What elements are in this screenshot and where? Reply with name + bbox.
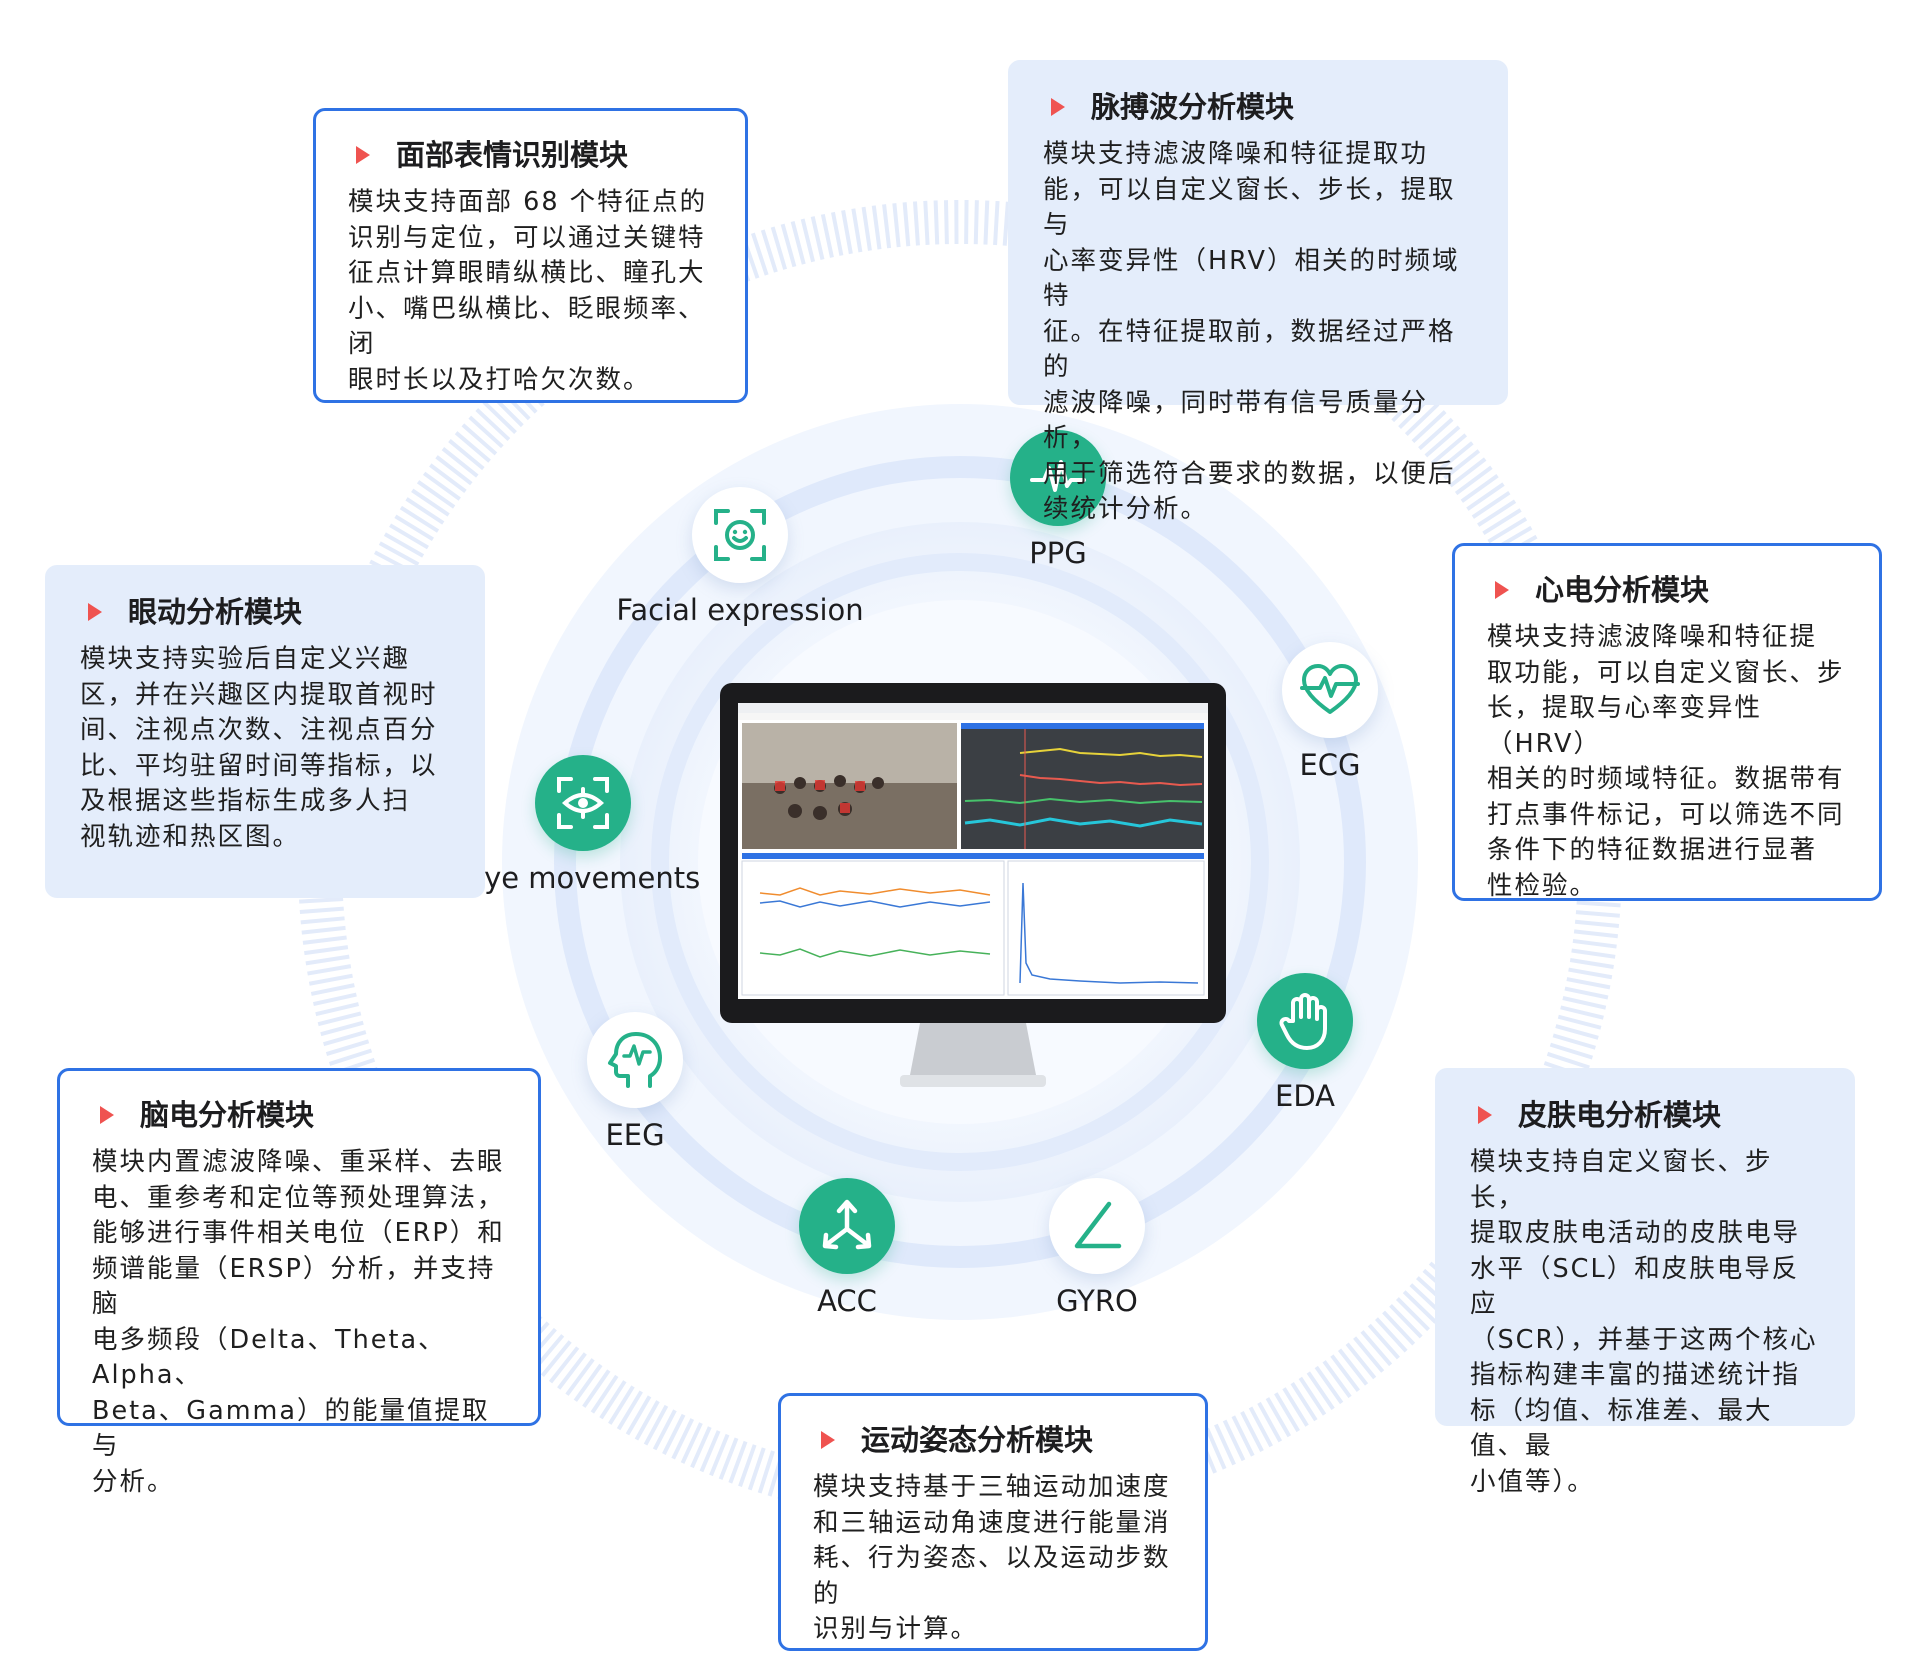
triangle-bullet-icon bbox=[821, 1431, 835, 1450]
card-facial-title: 面部表情识别模块 bbox=[348, 137, 715, 173]
card-facial-expression: 面部表情识别模块 模块支持面部 68 个特征点的 识别与定位，可以通过关键特 征… bbox=[313, 108, 748, 403]
card-ppg-body: 模块支持滤波降噪和特征提取功 能，可以自定义窗长、步长，提取与 心率变异性（HR… bbox=[1043, 139, 1460, 525]
node-facial-expression: Facial expression bbox=[610, 487, 870, 627]
plot-line-orange bbox=[759, 887, 991, 896]
card-ecg-title: 心电分析模块 bbox=[1487, 572, 1849, 608]
hand-icon bbox=[1279, 993, 1327, 1050]
eda-label: EDA bbox=[1275, 1079, 1335, 1113]
node-eeg: EEG bbox=[580, 1012, 690, 1152]
ecg-icon-badge bbox=[1282, 642, 1378, 738]
angle-icon bbox=[1074, 1201, 1122, 1249]
card-eye-body: 模块支持实验后自定义兴趣 区，并在兴趣区内提取首视时 间、注视点次数、注视点百分… bbox=[80, 644, 438, 852]
signal-trace-red bbox=[1019, 774, 1203, 787]
node-eda: EDA bbox=[1250, 973, 1360, 1113]
eye-label: Eye movements bbox=[465, 861, 701, 895]
heart-pulse-icon bbox=[1300, 664, 1360, 714]
acc-icon-badge bbox=[799, 1178, 895, 1274]
bottom-panel-header bbox=[742, 853, 1204, 859]
card-facial-body: 模块支持面部 68 个特征点的 识别与定位，可以通过关键特 征点计算眼睛纵横比、… bbox=[348, 187, 708, 395]
window-titlebar bbox=[738, 703, 1208, 713]
pulse-wave-icon bbox=[1030, 460, 1086, 492]
signal-panel-header bbox=[961, 723, 1204, 729]
triangle-bullet-icon bbox=[100, 1106, 114, 1125]
card-ecg-body: 模块支持滤波降噪和特征提 取功能，可以自定义窗长、步 长，提取与心率变异性（HR… bbox=[1487, 622, 1845, 901]
triangle-bullet-icon bbox=[1051, 98, 1065, 117]
inner-ring bbox=[651, 553, 1269, 1171]
eeg-icon-badge bbox=[587, 1012, 683, 1108]
eye-target-icon bbox=[557, 777, 609, 829]
gyro-icon-badge bbox=[1049, 1178, 1145, 1274]
card-ecg: 心电分析模块 模块支持滤波降噪和特征提 取功能，可以自定义窗长、步 长，提取与心… bbox=[1452, 543, 1882, 901]
monitor-stand bbox=[910, 1023, 1036, 1075]
face-scan-icon bbox=[714, 509, 766, 561]
signal-trace-green bbox=[964, 797, 1203, 805]
eda-icon-badge bbox=[1257, 973, 1353, 1069]
signal-trace-yellow bbox=[1019, 747, 1203, 758]
three-axis-icon bbox=[822, 1199, 872, 1250]
signal-panel bbox=[961, 723, 1204, 849]
spectrum-line bbox=[1019, 882, 1199, 984]
card-eda-body: 模块支持自定义窗长、步长， 提取皮肤电活动的皮肤电导 水平（SCL）和皮肤电导反… bbox=[1470, 1147, 1818, 1497]
monitor-illustration bbox=[720, 683, 1226, 1087]
triangle-bullet-icon bbox=[1478, 1106, 1492, 1125]
eye-icon-badge bbox=[535, 755, 631, 851]
node-ecg: ECG bbox=[1275, 642, 1385, 782]
node-ppg: PPG bbox=[1003, 430, 1113, 570]
eeg-label: EEG bbox=[605, 1118, 665, 1152]
acc-label: ACC bbox=[817, 1284, 877, 1318]
signal-trace-cyan bbox=[964, 817, 1203, 828]
node-acc: ACC bbox=[792, 1178, 902, 1318]
plot-panel-left bbox=[741, 860, 1005, 996]
card-eeg: 脑电分析模块 模块内置滤波降噪、重采样、去眼 电、重参考和定位等预处理算法， 能… bbox=[57, 1068, 541, 1497]
card-motion: 运动姿态分析模块 模块支持基于三轴运动加速度 和三轴运动角速度进行能量消 耗、行… bbox=[778, 1393, 1208, 1651]
node-eye-movements: Eye movements bbox=[463, 755, 703, 895]
triangle-bullet-icon bbox=[88, 603, 102, 622]
face-markers bbox=[775, 780, 865, 813]
gyro-label: GYRO bbox=[1056, 1284, 1138, 1318]
card-motion-body: 模块支持基于三轴运动加速度 和三轴运动角速度进行能量消 耗、行为姿态、以及运动步… bbox=[813, 1472, 1171, 1645]
card-ppg-title: 脉搏波分析模块 bbox=[1043, 89, 1475, 125]
card-eeg-title: 脑电分析模块 bbox=[92, 1097, 508, 1133]
node-gyro: GYRO bbox=[1042, 1178, 1152, 1318]
card-eeg-body: 模块内置滤波降噪、重采样、去眼 电、重参考和定位等预处理算法， 能够进行事件相关… bbox=[92, 1147, 505, 1497]
middle-ring bbox=[554, 456, 1366, 1268]
card-eye-movements: 眼动分析模块 模块支持实验后自定义兴趣 区，并在兴趣区内提取首视时 间、注视点次… bbox=[45, 565, 485, 898]
triangle-bullet-icon bbox=[1495, 581, 1509, 600]
plot-line-blue bbox=[759, 900, 991, 908]
window-menubar bbox=[738, 713, 1208, 720]
facial-label: Facial expression bbox=[616, 593, 864, 627]
card-ppg: 脉搏波分析模块 模块支持滤波降噪和特征提取功 能，可以自定义窗长、步长，提取与 … bbox=[1008, 60, 1508, 524]
plot-panel-right bbox=[1007, 860, 1205, 996]
facial-icon-badge bbox=[692, 487, 788, 583]
card-eda: 皮肤电分析模块 模块支持自定义窗长、步长， 提取皮肤电活动的皮肤电导 水平（SC… bbox=[1435, 1068, 1855, 1497]
plot-line-green bbox=[759, 948, 991, 958]
monitor-base bbox=[900, 1075, 1046, 1087]
card-eda-title: 皮肤电分析模块 bbox=[1470, 1097, 1822, 1133]
ppg-label: PPG bbox=[1029, 536, 1087, 570]
ppg-icon-badge bbox=[1010, 430, 1106, 526]
card-eye-title: 眼动分析模块 bbox=[80, 594, 452, 630]
triangle-bullet-icon bbox=[356, 146, 370, 165]
card-motion-title: 运动姿态分析模块 bbox=[813, 1422, 1175, 1458]
video-wall bbox=[742, 723, 957, 783]
ecg-label: ECG bbox=[1299, 748, 1361, 782]
head-brain-icon bbox=[608, 1032, 662, 1088]
